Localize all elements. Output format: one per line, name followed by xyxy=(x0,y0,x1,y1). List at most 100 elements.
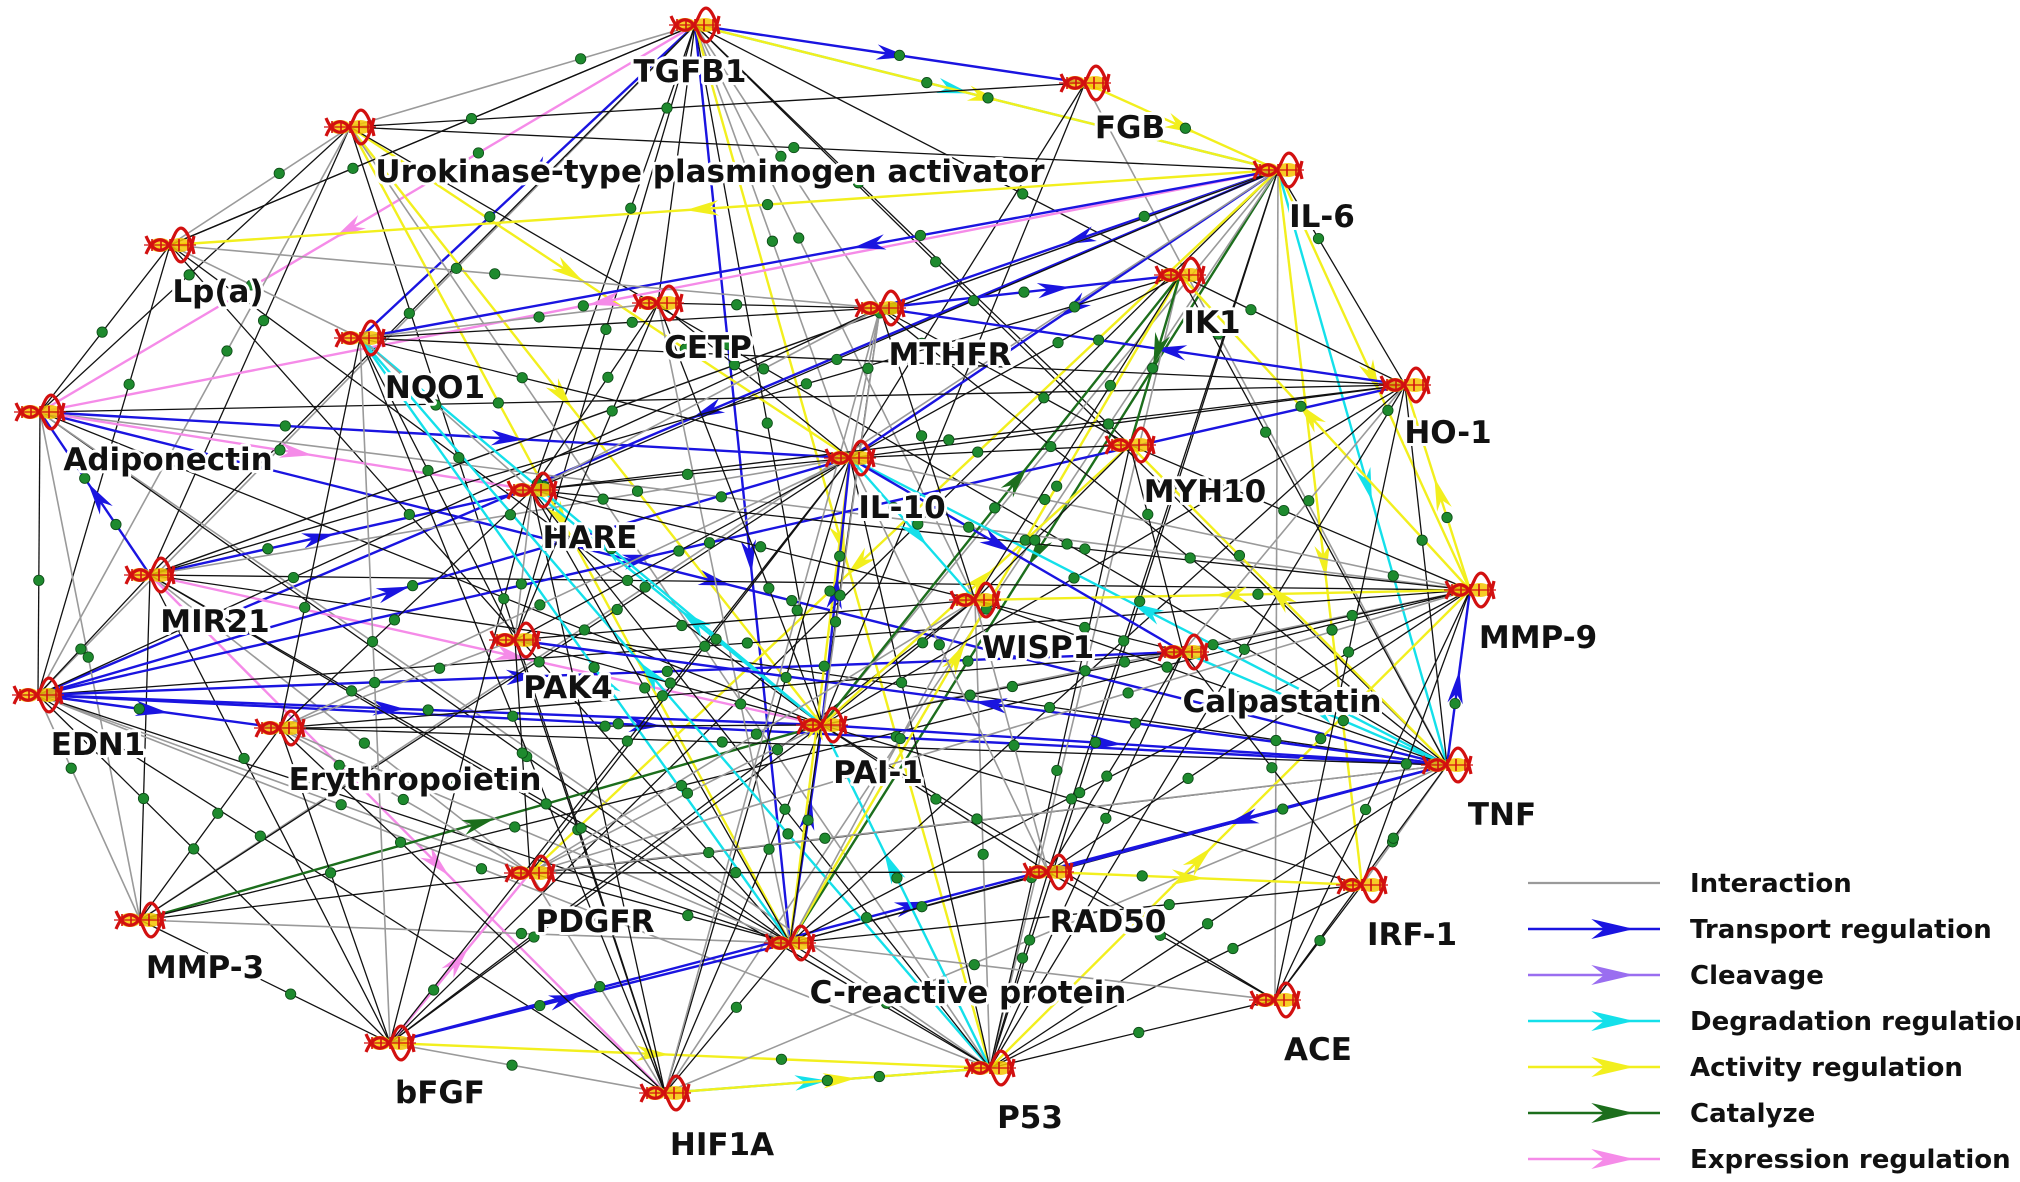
edge-dot xyxy=(930,793,942,805)
edge-dot xyxy=(403,307,415,319)
gene-icon-upa[interactable] xyxy=(324,108,376,146)
edge-dot xyxy=(183,269,195,281)
edge-dot xyxy=(1052,337,1064,349)
node-label-mmp9[interactable]: MMP-9 xyxy=(1476,617,1600,659)
node-label-tgfb1[interactable]: TGFB1 xyxy=(631,51,750,93)
edge-dot xyxy=(716,736,728,748)
gene-icon-edn1[interactable] xyxy=(12,676,64,714)
gene-icon-epo[interactable] xyxy=(254,709,306,747)
node-label-hif1a[interactable]: HIF1A xyxy=(667,1124,777,1166)
arrow-degradation xyxy=(899,515,928,546)
gene-icon-pdgfr[interactable] xyxy=(504,854,556,892)
node-label-mir21[interactable]: MIR21 xyxy=(157,601,272,643)
gene-icon-rad50[interactable] xyxy=(1022,853,1074,891)
gene-icon-hare[interactable] xyxy=(506,471,558,509)
edge-interaction xyxy=(1277,169,1406,386)
node-label-lpa[interactable]: Lp(a) xyxy=(169,271,266,313)
node-label-edn1[interactable]: EDN1 xyxy=(48,724,148,766)
node-label-il10[interactable]: IL-10 xyxy=(855,487,948,529)
arrow-activity xyxy=(1267,584,1297,614)
arrow-transport xyxy=(979,529,1012,553)
edge-dot xyxy=(763,582,775,594)
gene-icon-pai1[interactable] xyxy=(796,706,848,744)
node-label-adipo[interactable]: Adiponectin xyxy=(60,439,275,481)
node-label-nqo1[interactable]: NQO1 xyxy=(382,367,488,409)
gene-icon-tgfb1[interactable] xyxy=(669,6,721,44)
gene-icon-ho1[interactable] xyxy=(1379,366,1431,404)
node-label-irf1[interactable]: IRF-1 xyxy=(1364,914,1460,956)
edge-dot xyxy=(577,300,589,312)
edge-dot xyxy=(422,464,434,477)
edge-interaction xyxy=(1129,444,1471,591)
legend-label-cleavage: Cleavage xyxy=(1690,961,1824,991)
gene-icon-myh10[interactable] xyxy=(1104,426,1156,464)
node-label-epo[interactable]: Erythropoietin xyxy=(286,759,545,801)
gene-icon-irf1[interactable] xyxy=(1336,866,1388,904)
node-label-mmp3[interactable]: MMP-3 xyxy=(143,947,267,989)
node-label-il6[interactable]: IL-6 xyxy=(1286,196,1358,238)
gene-icon-calp[interactable] xyxy=(1157,633,1209,671)
node-label-p53[interactable]: P53 xyxy=(994,1097,1066,1139)
node-label-tnf[interactable]: TNF xyxy=(1465,794,1539,836)
gene-icon-ace[interactable] xyxy=(1249,981,1301,1019)
gene-icon-hif1a[interactable] xyxy=(639,1074,691,1112)
edge-dot xyxy=(475,863,488,875)
edge-interaction xyxy=(1274,169,1279,1001)
gene-icon-p53[interactable] xyxy=(964,1049,1016,1087)
gene-icon-cetp[interactable] xyxy=(632,284,684,322)
gene-icon-mmp3[interactable] xyxy=(114,901,166,939)
gene-icon-lpa[interactable] xyxy=(144,226,196,264)
node-label-bfgf[interactable]: bFGF xyxy=(392,1072,488,1114)
gene-icon-il10[interactable] xyxy=(824,439,876,477)
gene-icon-mthfr[interactable] xyxy=(854,289,906,327)
gene-icon-ik1[interactable] xyxy=(1154,256,1206,294)
node-label-pai1[interactable]: PAI-1 xyxy=(830,752,926,794)
edge-dot xyxy=(821,1074,833,1087)
gene-icon-il6[interactable] xyxy=(1252,151,1304,189)
edge-dot xyxy=(347,162,359,174)
node-label-ace[interactable]: ACE xyxy=(1281,1029,1355,1071)
edge-dot xyxy=(575,53,587,65)
gene-icon-tnf[interactable] xyxy=(1421,746,1473,784)
edge-dot xyxy=(1045,440,1057,453)
edge-dot xyxy=(472,147,485,159)
edge-interaction xyxy=(821,307,881,726)
edge-interaction xyxy=(531,24,696,491)
gene-icon-wisp1[interactable] xyxy=(949,581,1001,619)
edge-dot xyxy=(428,984,440,996)
node-label-calp[interactable]: Calpastatin xyxy=(1179,681,1384,723)
edge-dot xyxy=(930,256,942,268)
node-label-pdgfr[interactable]: PDGFR xyxy=(533,901,658,943)
node-label-crp[interactable]: C-reactive protein xyxy=(807,972,1130,1014)
gene-icon-pak4[interactable] xyxy=(489,621,541,659)
node-label-pak4[interactable]: PAK4 xyxy=(520,667,615,709)
gene-icon-nqo1[interactable] xyxy=(334,319,386,357)
node-label-mthfr[interactable]: MTHFR xyxy=(886,334,1015,376)
edge-dot xyxy=(599,720,611,732)
node-label-fgb[interactable]: FGB xyxy=(1092,107,1168,149)
gene-icon-adipo[interactable] xyxy=(14,393,66,431)
edge-dot xyxy=(852,177,865,189)
node-label-myh10[interactable]: MYH10 xyxy=(1141,471,1269,513)
node-label-ho1[interactable]: HO-1 xyxy=(1401,412,1494,454)
edge-interaction xyxy=(389,457,851,1044)
node-label-ik1[interactable]: IK1 xyxy=(1180,302,1243,344)
gene-icon-crp[interactable] xyxy=(764,924,816,962)
gene-icon-bfgf[interactable] xyxy=(364,1024,416,1062)
edge-dot xyxy=(676,619,688,632)
edge-dot xyxy=(533,311,545,323)
node-label-cetp[interactable]: CETP xyxy=(661,327,755,369)
gene-icon-mmp9[interactable] xyxy=(1444,571,1496,609)
edge-dot xyxy=(245,279,258,291)
gene-icon-mir21[interactable] xyxy=(124,556,176,594)
edge-interaction xyxy=(849,384,1406,459)
node-label-upa[interactable]: Urokinase-type plasminogen activator xyxy=(372,151,1048,193)
gene-icon-fgb[interactable] xyxy=(1059,64,1111,102)
edge-dot xyxy=(366,636,379,648)
edge-dot xyxy=(1314,934,1326,947)
edge-dot xyxy=(1312,232,1325,245)
node-label-hare[interactable]: HARE xyxy=(540,517,641,559)
node-label-rad50[interactable]: RAD50 xyxy=(1047,901,1170,943)
edge-interaction xyxy=(657,302,881,309)
node-label-wisp1[interactable]: WISP1 xyxy=(979,627,1097,669)
